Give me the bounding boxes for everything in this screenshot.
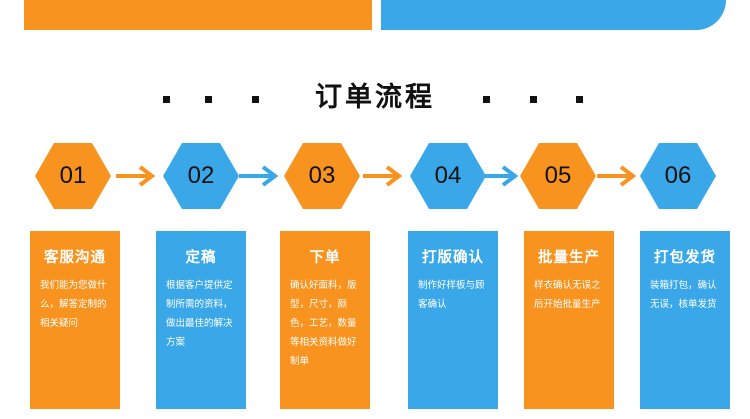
step-1-card: 客服沟通 我们能为您做什么，解答定制的相关疑问: [30, 231, 120, 409]
step-1-description: 我们能为您做什么，解答定制的相关疑问: [40, 280, 107, 329]
arrow-right-icon: [479, 164, 523, 188]
step-4-card: 打版确认 制作好样板与顾客确认: [408, 231, 498, 409]
top-banner-right: [381, 0, 726, 30]
title-dot: [252, 96, 259, 103]
step-2-number-hexagon: 02: [163, 143, 239, 209]
step-5-number-hexagon: 05: [520, 143, 596, 209]
step-3-number-hexagon: 03: [284, 143, 360, 209]
step-2-description: 根据客户提供定制所需的资料，做出最佳的解决方案: [166, 280, 233, 348]
step-1-number-hexagon: 01: [35, 143, 111, 209]
page-title: 订单流程: [315, 82, 435, 113]
top-banner-left: [24, 0, 372, 30]
step-3-card: 下单 确认好面料，版型，尺寸，颜色，工艺，数量等相关资料做好制单: [280, 231, 370, 409]
arrow-right-icon: [239, 164, 283, 188]
arrow-right-icon: [116, 164, 160, 188]
step-3-title: 下单: [309, 250, 341, 266]
step-4-number-hexagon: 04: [410, 143, 486, 209]
step-4-title: 打版确认: [422, 250, 484, 266]
step-3-description: 确认好面料，版型，尺寸，颜色，工艺，数量等相关资料做好制单: [290, 280, 357, 367]
title-dot: [205, 96, 212, 103]
step-6-number-hexagon: 06: [640, 143, 716, 209]
step-6-title: 打包发货: [654, 250, 716, 266]
step-5-description: 样衣确认无误之后开始批量生产: [534, 280, 601, 310]
step-5-title: 批量生产: [538, 250, 600, 266]
step-2-card: 定稿 根据客户提供定制所需的资料，做出最佳的解决方案: [156, 231, 246, 409]
step-5-card: 批量生产 样衣确认无误之后开始批量生产: [524, 231, 614, 409]
step-2-title: 定稿: [185, 250, 217, 266]
title-dot: [530, 96, 537, 103]
arrow-right-icon: [363, 164, 407, 188]
step-4-description: 制作好样板与顾客确认: [418, 280, 485, 310]
title-row: 订单流程: [0, 78, 750, 118]
step-6-card: 打包发货 装箱打包，确认无误，核单发货: [640, 231, 730, 409]
title-dot: [163, 96, 170, 103]
title-dot: [483, 96, 490, 103]
title-dot: [576, 96, 583, 103]
arrow-right-icon: [597, 164, 641, 188]
step-1-title: 客服沟通: [44, 250, 106, 266]
step-6-description: 装箱打包，确认无误，核单发货: [650, 280, 717, 310]
